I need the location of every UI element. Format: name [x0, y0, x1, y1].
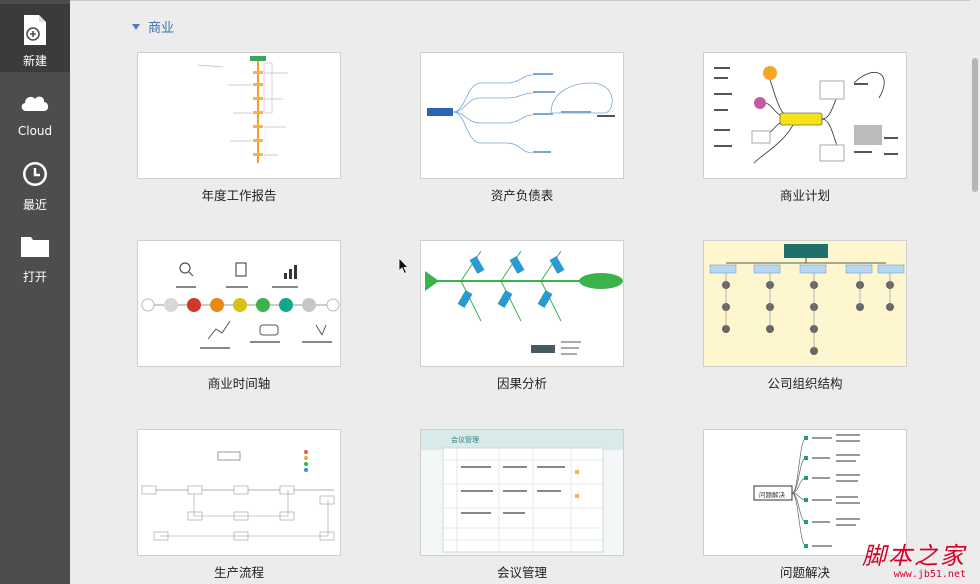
sidebar-item-label: 最近	[22, 198, 47, 212]
clock-icon	[19, 158, 51, 190]
watermark-url: www.jb51.net	[893, 569, 966, 580]
template-thumbnail	[420, 52, 624, 179]
mouse-cursor-icon	[398, 256, 410, 279]
meeting-title: 会议管理	[451, 436, 479, 444]
sidebar-item-recent[interactable]: 最近	[0, 148, 70, 216]
template-label: 资产负债表	[490, 188, 554, 203]
template-gallery: 商业 年度工作报告	[70, 0, 980, 584]
sidebar-item-label: 打开	[22, 270, 47, 284]
section-title: 商业	[148, 21, 175, 36]
template-card-production-flow[interactable]: 生产流程	[137, 429, 341, 581]
section-header[interactable]: 商业	[132, 17, 174, 36]
scrollbar-thumb[interactable]	[972, 58, 978, 192]
template-label: 问题解决	[779, 565, 830, 580]
problem-center-label: 问题解决	[759, 491, 785, 499]
folder-icon	[19, 230, 51, 262]
template-label: 商业时间轴	[207, 376, 271, 391]
template-card-meeting-management[interactable]: 会议管理 会议管理	[420, 429, 624, 581]
template-thumbnail	[703, 52, 907, 179]
new-file-icon	[19, 14, 51, 46]
template-thumbnail: 会议管理	[420, 429, 624, 556]
template-label: 会议管理	[496, 565, 547, 580]
template-card-balance-sheet[interactable]: 资产负债表	[420, 52, 624, 204]
template-card-cause-effect[interactable]: 因果分析	[420, 240, 624, 392]
template-thumbnail	[420, 240, 624, 367]
sidebar-item-label: 新建	[22, 54, 47, 68]
template-label: 公司组织结构	[767, 376, 843, 391]
template-card-org-structure[interactable]: 公司组织结构	[703, 240, 907, 392]
template-thumbnail	[137, 429, 341, 556]
sidebar-item-cloud[interactable]: Cloud	[0, 76, 70, 144]
template-label: 生产流程	[213, 565, 264, 580]
template-label: 商业计划	[779, 188, 830, 203]
disclosure-triangle-icon[interactable]	[132, 23, 140, 30]
template-thumbnail: 问题解决	[703, 429, 907, 556]
sidebar: 新建 Cloud 最近 打开	[0, 0, 70, 584]
sidebar-item-open[interactable]: 打开	[0, 220, 70, 288]
sidebar-item-label: Cloud	[17, 124, 53, 138]
template-label: 年度工作报告	[201, 188, 277, 203]
template-thumbnail	[137, 240, 341, 367]
vertical-scrollbar[interactable]	[970, 0, 980, 584]
template-card-problem-solving[interactable]: 问题解决 问题解决	[703, 429, 907, 581]
sidebar-item-new[interactable]: 新建	[0, 4, 70, 72]
cloud-icon	[19, 86, 51, 118]
watermark: 脚本之家 www.jb51.net	[862, 536, 966, 580]
template-card-business-timeline[interactable]: 商业时间轴	[137, 240, 341, 392]
watermark-text: 脚本之家	[862, 542, 966, 570]
template-card-business-plan[interactable]: 商业计划	[703, 52, 907, 204]
template-label: 因果分析	[496, 376, 547, 391]
template-card-annual-report[interactable]: 年度工作报告	[137, 52, 341, 204]
template-thumbnail	[703, 240, 907, 367]
template-thumbnail	[137, 52, 341, 179]
